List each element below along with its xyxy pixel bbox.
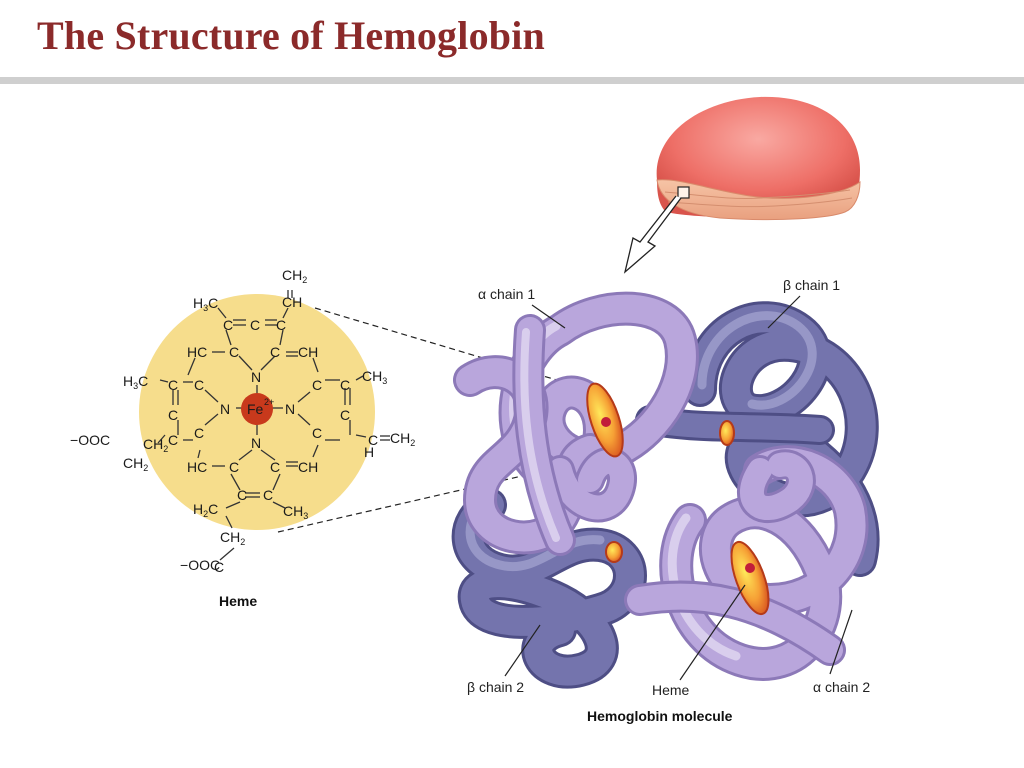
nitrogen-left: N — [220, 401, 230, 417]
hc-lower: HC — [187, 459, 207, 475]
carbon: C — [368, 432, 378, 448]
heme-caption: Heme — [219, 593, 257, 609]
label-beta-chain-1: β chain 1 — [783, 277, 840, 293]
leader-alpha2 — [829, 609, 853, 675]
carbon: C — [229, 459, 239, 475]
iron-atom — [241, 393, 273, 425]
carbon: C — [312, 377, 322, 393]
label-beta-chain-2: β chain 2 — [467, 679, 524, 695]
leader-beta2 — [504, 624, 541, 677]
carbon: C — [168, 407, 178, 423]
carbon: C — [194, 425, 204, 441]
heme-group-alpha2 — [730, 540, 770, 616]
hemoglobin-caption: Hemoglobin molecule — [587, 708, 733, 724]
heme-structure: Fe 2+ N N N N C C C C C C C C C C C C C … — [70, 267, 415, 609]
label-alpha-chain-2: α chain 2 — [813, 679, 870, 695]
nitrogen-right: N — [285, 401, 295, 417]
carbon: C — [168, 432, 178, 448]
magnify-arrow-icon — [623, 195, 682, 274]
alpha-chain-1 — [453, 291, 699, 556]
label-heme: Heme — [652, 682, 690, 698]
nitrogen-bottom: N — [251, 435, 261, 451]
nitrogen-top: N — [251, 369, 261, 385]
leader-alpha1 — [531, 304, 566, 329]
carbon: C — [270, 459, 280, 475]
ch-upper-right: CH — [298, 344, 318, 360]
red-blood-cell — [656, 96, 861, 221]
h3c-top: H3C — [193, 295, 218, 313]
iron-label: Fe — [247, 401, 264, 417]
page-title: The Structure of Hemoglobin — [37, 13, 545, 58]
heme-group-alpha1 — [586, 382, 624, 458]
ch-top: CH — [282, 294, 302, 310]
carbon: C — [214, 559, 224, 575]
title-divider — [0, 77, 1024, 84]
carbon: C — [250, 317, 260, 333]
ooc-bottom: −OOC — [180, 557, 220, 573]
ch2-bottom: CH2 — [220, 529, 245, 547]
hc-upper: HC — [187, 344, 207, 360]
h3c-left: H3C — [123, 373, 148, 391]
h2c-bottom: H2C — [193, 501, 218, 519]
ooc-left: −OOC — [70, 432, 110, 448]
carbon: C — [263, 487, 273, 503]
carbon: C — [229, 344, 239, 360]
carbon: C — [340, 407, 350, 423]
alpha-chain-2 — [624, 445, 869, 681]
heme-group-beta1 — [719, 420, 735, 446]
ch2-vinyl-right: CH2 — [390, 430, 415, 448]
ch3-right: CH3 — [362, 368, 387, 386]
leader-heme — [679, 584, 746, 681]
ch3-bottom: CH3 — [283, 503, 308, 521]
iron-charge: 2+ — [264, 397, 274, 407]
carbon: C — [168, 377, 178, 393]
label-alpha-chain-1: α chain 1 — [478, 286, 535, 302]
carbon: C — [312, 425, 322, 441]
ch-lower-right: CH — [298, 459, 318, 475]
hemoglobin-molecule — [451, 291, 880, 689]
carbon: C — [276, 317, 286, 333]
connector-line-top — [314, 307, 598, 393]
leader-beta1 — [767, 295, 801, 329]
carbon: C — [340, 377, 350, 393]
ch2-left-b: CH2 — [123, 455, 148, 473]
h-vinyl: H — [364, 444, 374, 460]
ch2-top: CH2 — [282, 267, 307, 285]
carbon: C — [270, 344, 280, 360]
ch2-left-a: CH2 — [143, 436, 168, 454]
heme-group-beta2 — [605, 541, 623, 563]
carbon: C — [223, 317, 233, 333]
carbon: C — [194, 377, 204, 393]
carbon: C — [237, 487, 247, 503]
